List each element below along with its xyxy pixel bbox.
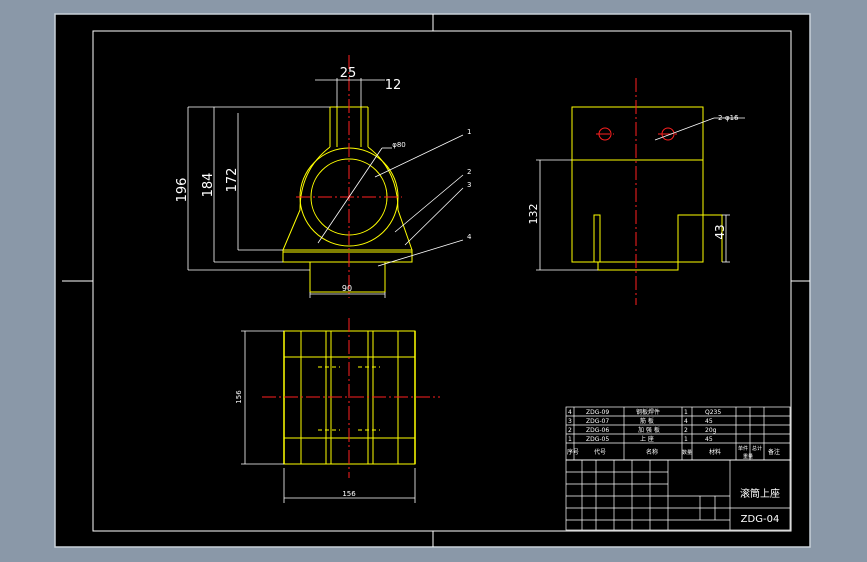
dim-side-height: 132: [527, 204, 540, 225]
front-view-dimensions: [187, 78, 464, 298]
dim-top-width: 25: [340, 66, 357, 81]
bom-row-4-no: 4: [568, 409, 572, 416]
drawing-name: 滚筒上座: [740, 487, 780, 500]
dim-mid-height: 184: [201, 173, 216, 198]
bom-header-total-weight: 总计: [752, 445, 762, 452]
side-view-dim-labels: 2-φ16 132 43: [527, 114, 739, 240]
bom-row-3-name: 筋 板: [640, 417, 654, 425]
dim-base-width: 90: [342, 284, 352, 293]
bom-header-code: 代号: [594, 448, 606, 456]
callout-3: 3: [467, 181, 471, 189]
bom-row-1-code: ZDG-05: [586, 436, 609, 443]
bom-row-2-code: ZDG-06: [586, 427, 609, 434]
bom-row-4-material: Q235: [705, 409, 721, 416]
side-hole-note: 2-φ16: [718, 114, 739, 122]
bom-row-4-code: ZDG-09: [586, 409, 609, 416]
dim-slot-width: 12: [385, 78, 402, 93]
hole-diameter-label: φ80: [392, 141, 406, 149]
bom-row-3-code: ZDG-07: [586, 418, 609, 425]
front-view-dim-labels: 25 12 196 184 172 90 φ80 1 2 3 4: [175, 66, 472, 293]
bom-row-2-material: 20g: [705, 427, 717, 434]
bom-row-4-name: 钢板焊件: [636, 408, 660, 416]
dim-inner-height: 172: [225, 168, 240, 193]
bom-header-name: 名称: [646, 448, 658, 456]
front-view: 25 12 196 184 172 90 φ80 1 2 3 4: [175, 55, 472, 298]
dim-top-width: 156: [342, 490, 356, 498]
bom-row-1-no: 1: [568, 436, 572, 443]
top-view-dim-labels: 156 156: [235, 390, 356, 498]
callout-2: 2: [467, 168, 471, 176]
callout-4: 4: [467, 233, 472, 241]
title-block-lines: [565, 406, 791, 531]
bom-row-1-name: 上 座: [640, 435, 654, 443]
drawing-code: ZDG-04: [741, 514, 780, 525]
bom-row-3-no: 3: [568, 418, 572, 425]
top-view: 156 156: [235, 318, 440, 503]
bom-header-material: 材料: [709, 448, 721, 456]
bom-row-1-qty: 1: [684, 436, 688, 443]
dim-side-slot: 43: [713, 224, 727, 239]
bom-row-3-material: 45: [705, 418, 713, 425]
bom-row-2-name: 加 强 板: [638, 426, 660, 434]
drawing-background: [54, 13, 811, 548]
bom-row-2-qty: 2: [684, 427, 688, 434]
side-view-dimensions: [536, 117, 745, 271]
side-view-centerlines: [596, 78, 678, 305]
top-view-centerlines: [262, 318, 440, 478]
bom-row-2-no: 2: [568, 427, 572, 434]
centering-marks: [62, 14, 810, 547]
side-view: 2-φ16 132 43: [527, 78, 745, 305]
bom-header-unit-weight: 单件: [738, 445, 748, 452]
title-block: 4 ZDG-09 钢板焊件 1 Q235 3 ZDG-07 筋 板 4 45 2…: [565, 406, 791, 531]
bom-row-4-qty: 1: [684, 409, 688, 416]
bom-header-weight: 重量: [743, 453, 753, 460]
top-view-dimensions: [241, 330, 416, 503]
side-view-geometry: [571, 106, 723, 271]
bom-header-remark: 备注: [768, 448, 780, 456]
dim-total-height: 196: [175, 178, 190, 203]
callout-1: 1: [467, 128, 471, 136]
bom-row-3-qty: 4: [684, 418, 688, 425]
bom-header-qty: 数量: [682, 449, 692, 456]
dim-top-height: 156: [235, 390, 243, 404]
bom-header-no: 序号: [567, 448, 579, 456]
bom-row-1-material: 45: [705, 436, 713, 443]
title-block-text: 4 ZDG-09 钢板焊件 1 Q235 3 ZDG-07 筋 板 4 45 2…: [567, 408, 780, 525]
